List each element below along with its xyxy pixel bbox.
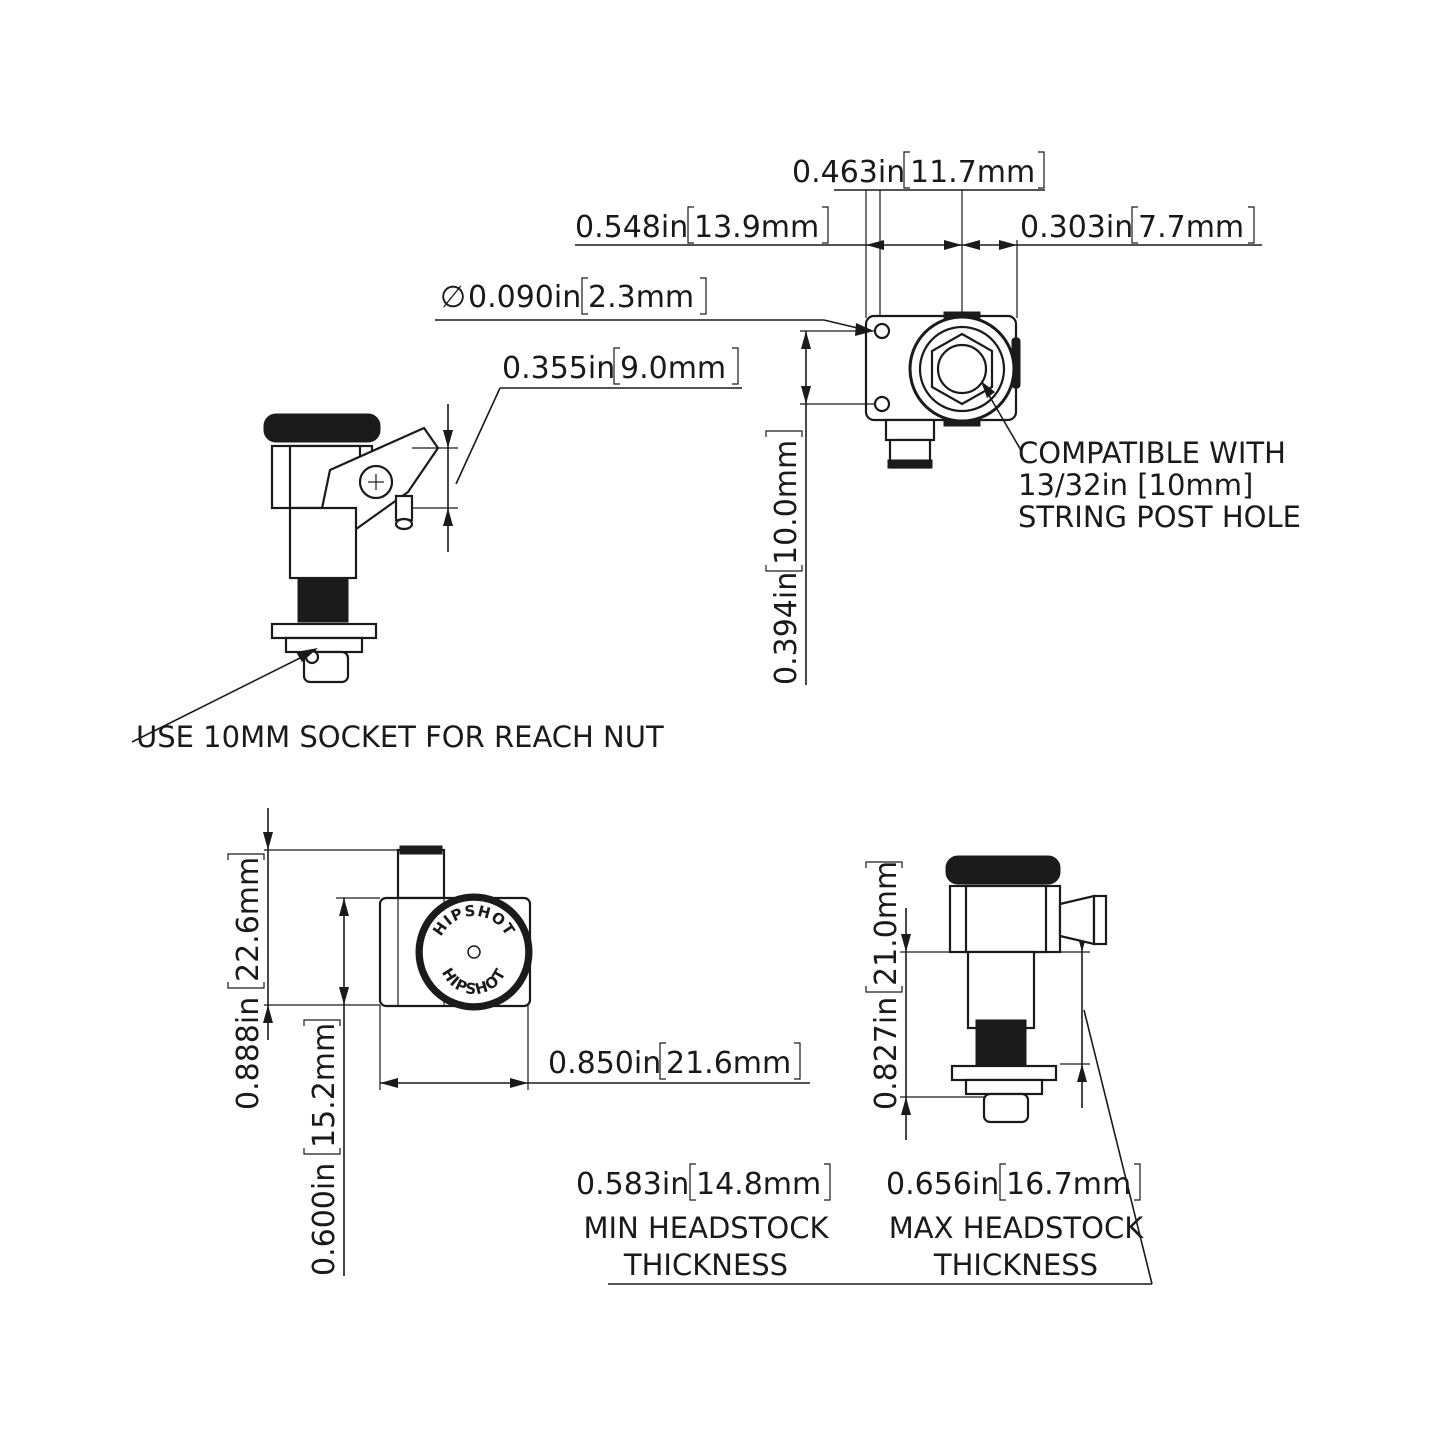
dim-0850: 0.850in 21.6mm [548,1042,801,1081]
dim-0303: 0.303in 7.7mm [1020,206,1255,245]
dim-hole-inch: 0.090in [468,280,581,315]
dim-0827-inch: 0.827in [869,997,904,1110]
dim-0355-inch: 0.355in [502,351,615,386]
dim-0355: 0.355in 9.0mm [502,347,739,386]
dim-0463: 0.463in 11.7mm [792,151,1045,190]
dim-hole: ∅ 0.090in 2.3mm [440,277,707,315]
dim-0827-mm: 21.0mm [869,861,904,986]
dim-0394-mm: 10.0mm [769,440,804,565]
dim-0656-mm: 16.7mm [1006,1167,1131,1202]
dim-0656-inch: 0.656in [886,1167,999,1202]
dim-0548-mm: 13.9mm [694,210,819,245]
dim-0827: 0.827in 21.0mm [865,861,904,1110]
dim-0463-inch: 0.463in [792,155,905,190]
compat-line-1: COMPATIBLE WITH [1018,436,1286,470]
dim-0888-inch: 0.888in [231,997,266,1110]
dim-0656: 0.656in 16.7mm MAX HEADSTOCK THICKNESS [886,1163,1144,1282]
compat-line-2: 13/32in [10mm] [1018,468,1253,502]
dim-0583-caption-1: MIN HEADSTOCK [584,1211,830,1245]
dim-0583-mm: 14.8mm [696,1167,821,1202]
side-view-bottom [608,855,1153,1285]
dim-0548: 0.548in 13.9mm [575,206,829,245]
dim-0583: 0.583in 14.8mm MIN HEADSTOCK THICKNESS [576,1163,831,1282]
compat-line-3: STRING POST HOLE [1018,500,1301,534]
dim-0355-mm: 9.0mm [620,351,726,386]
dim-0303-mm: 7.7mm [1138,210,1244,245]
dim-0656-caption-1: MAX HEADSTOCK [889,1211,1144,1245]
dim-0394-inch: 0.394in [769,572,804,685]
dim-0600-inch: 0.600in [307,1163,342,1276]
dim-0600: 0.600in 15.2mm [303,1019,342,1276]
dim-0394: 0.394in 10.0mm [765,430,804,685]
dim-0656-caption-2: THICKNESS [933,1248,1098,1282]
dim-0583-caption-2: THICKNESS [623,1248,788,1282]
dim-hole-symbol: ∅ [440,280,466,315]
dim-0888: 0.888in 22.6mm [227,853,266,1110]
dim-0548-inch: 0.548in [575,210,688,245]
side-view-top [131,387,742,743]
dim-0583-inch: 0.583in [576,1167,689,1202]
dim-0303-inch: 0.303in [1020,210,1133,245]
dim-0600-mm: 15.2mm [307,1023,342,1148]
top-view-logo: HIPSHOT HIPSHOT [263,808,810,1276]
dim-0850-mm: 21.6mm [666,1046,791,1081]
front-view [435,189,1262,685]
dim-0463-mm: 11.7mm [910,155,1035,190]
dim-0850-inch: 0.850in [548,1046,661,1081]
compat-note: COMPATIBLE WITH 13/32in [10mm] STRING PO… [1018,436,1301,534]
socket-note: USE 10MM SOCKET FOR REACH NUT [136,720,664,754]
dim-0888-mm: 22.6mm [231,857,266,982]
dim-hole-mm: 2.3mm [588,280,694,315]
